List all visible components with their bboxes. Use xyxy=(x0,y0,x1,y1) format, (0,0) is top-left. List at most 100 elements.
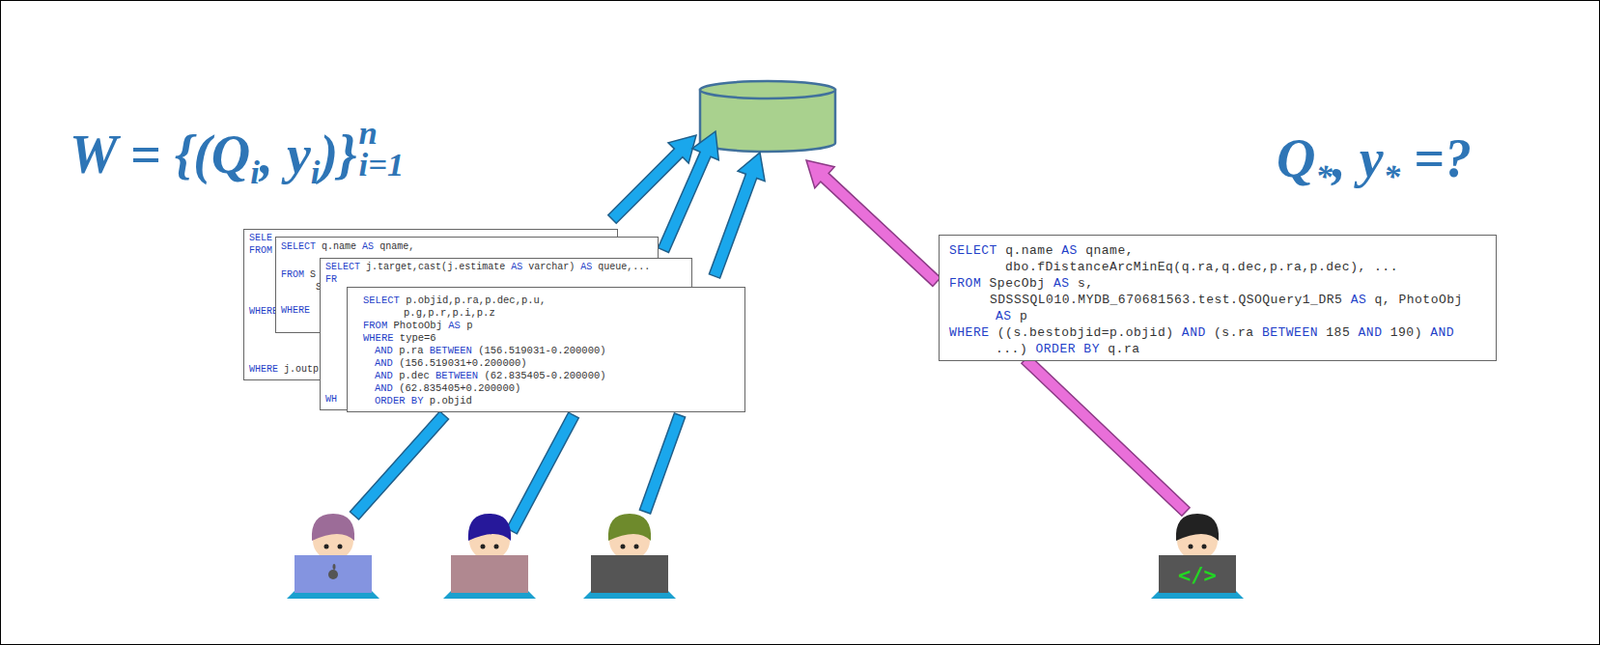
hair xyxy=(1176,513,1219,541)
hair xyxy=(608,513,651,541)
sql-keyword: AND xyxy=(374,369,393,382)
user-figure xyxy=(286,513,380,599)
flow-arrow xyxy=(506,412,580,534)
sql-keyword: WHERE xyxy=(249,306,279,317)
sql-line: AS p xyxy=(995,308,1028,324)
sql-line: AND (62.835405+0.200000) xyxy=(374,382,521,395)
user-figure xyxy=(443,513,536,599)
laptop-logo xyxy=(328,569,338,580)
sql-query-box: SELECT q.name AS qname,dbo.fDistanceArcM… xyxy=(938,234,1497,362)
sql-line: SELE xyxy=(249,232,273,245)
sql-line: AND p.dec BETWEEN (62.835405-0.200000) xyxy=(374,369,607,383)
flow-arrow xyxy=(1021,355,1190,517)
sql-line: ...) ORDER BY q.ra xyxy=(995,341,1141,357)
sql-line: SDSSSQL010.MYDB_670681563.test.QSOQuery1… xyxy=(989,292,1463,308)
sql-keyword: FROM xyxy=(949,276,982,291)
sql-keyword: WHERE xyxy=(949,325,990,340)
sql-keyword: AND xyxy=(374,382,393,394)
sql-line: SELECT j.target,cast(j.estimate AS varch… xyxy=(325,261,650,274)
sql-line: WH xyxy=(325,393,337,406)
sql-keyword: SELECT xyxy=(325,261,361,273)
sql-line: FROM xyxy=(249,245,273,257)
flow-arrow xyxy=(350,411,450,520)
sql-keyword: AS xyxy=(1350,292,1368,308)
sql-keyword: WH xyxy=(325,393,337,405)
laptop-logo xyxy=(333,563,337,570)
sql-line: WHERE xyxy=(249,306,279,318)
sql-keyword: AND xyxy=(1181,325,1207,340)
code-icon: </> xyxy=(1178,562,1217,588)
sql-line: AND p.ra BETWEEN (156.519031-0.200000) xyxy=(374,344,607,358)
math-label: W = {(Q xyxy=(69,124,251,185)
sql-line: FROM S xyxy=(280,269,316,281)
eye xyxy=(480,544,486,550)
sql-line: FROM SpecObj AS s, xyxy=(949,276,1095,291)
flow-arrow xyxy=(658,131,720,253)
flow-arrow xyxy=(639,413,685,514)
eye xyxy=(324,544,330,550)
sql-keyword: BY xyxy=(411,394,424,407)
flow-arrow xyxy=(708,152,765,279)
eye xyxy=(634,544,640,550)
user-figure xyxy=(583,513,676,599)
sql-line: WHERE ((s.bestobjid=p.objid) AND (s.ra B… xyxy=(949,325,1455,340)
sql-keyword: BETWEEN xyxy=(435,369,478,382)
sql-keyword: BY xyxy=(1083,341,1100,357)
laptop-screen xyxy=(1158,555,1236,593)
laptop-screen xyxy=(294,555,372,593)
user-figure xyxy=(1150,513,1244,599)
sql-query-box: SELECT p.objid,p.ra,p.dec,p.u,p.g,p.r,p.… xyxy=(346,286,746,413)
workload-formula: W = {(Qi, yi)}ni=1 xyxy=(69,117,404,193)
sql-keyword: AND xyxy=(1358,325,1383,340)
eye xyxy=(1188,544,1194,550)
database-cylinder xyxy=(700,81,836,152)
math-label: =? xyxy=(1413,128,1472,189)
sql-keyword: AS xyxy=(580,261,592,273)
math-label: i xyxy=(250,153,260,192)
sql-line: WHERE j.outp xyxy=(249,364,319,376)
math-label: , y xyxy=(259,124,311,185)
eye xyxy=(1202,544,1208,550)
sql-keyword: AS xyxy=(1053,276,1070,291)
sql-keyword: BETWEEN xyxy=(1262,325,1319,340)
sql-line: FROM PhotoObj AS p xyxy=(363,319,474,333)
sql-keyword: AS xyxy=(995,308,1012,324)
sql-keyword: WHERE xyxy=(363,332,394,344)
sql-line: WHERE type=6 xyxy=(363,332,437,345)
math-label: * xyxy=(1383,157,1401,196)
sql-keyword: AND xyxy=(374,344,393,357)
sql-keyword: SELECT xyxy=(363,294,400,307)
sql-keyword: BETWEEN xyxy=(429,344,473,357)
sql-line: ORDER BY p.objid xyxy=(374,394,473,408)
sql-keyword: AS xyxy=(1061,243,1078,258)
hair xyxy=(468,513,511,541)
sql-line: SELECT p.objid,p.ra,p.dec,p.u, xyxy=(363,294,546,308)
sql-keyword: AS xyxy=(510,261,523,273)
math-label: )} xyxy=(319,124,357,185)
sql-line: SELECT q.name AS qname, xyxy=(949,243,1134,258)
math-label: i=1 xyxy=(359,149,405,182)
sql-line: FR xyxy=(325,274,337,286)
math-label: Q xyxy=(1276,128,1316,189)
sql-line: p.g,p.r,p.i,p.z xyxy=(403,307,496,320)
sql-keyword: FROM xyxy=(280,269,305,281)
sql-keyword: ORDER xyxy=(1036,341,1077,357)
sql-keyword: AS xyxy=(362,241,374,253)
flow-arrow xyxy=(806,160,941,286)
sql-keyword: SELECT xyxy=(280,241,316,253)
index-stack: ni=1 xyxy=(359,117,405,182)
sql-line: AND (156.519031+0.200000) xyxy=(374,357,528,370)
eye xyxy=(620,544,626,550)
sql-keyword: AS xyxy=(448,319,461,332)
query-question: Q*, y*=? xyxy=(1276,127,1472,197)
sql-keyword: WHERE xyxy=(280,305,310,316)
math-label: * xyxy=(1315,157,1332,196)
eye xyxy=(337,544,343,550)
sql-keyword: WHERE xyxy=(249,364,279,375)
laptop-screen xyxy=(590,555,669,593)
hair xyxy=(311,513,355,541)
laptop-screen xyxy=(450,555,529,593)
sql-keyword: ORDER xyxy=(374,394,406,407)
sql-line: SELECT q.name AS qname, xyxy=(280,241,415,253)
sql-line: WHERE xyxy=(280,305,310,317)
